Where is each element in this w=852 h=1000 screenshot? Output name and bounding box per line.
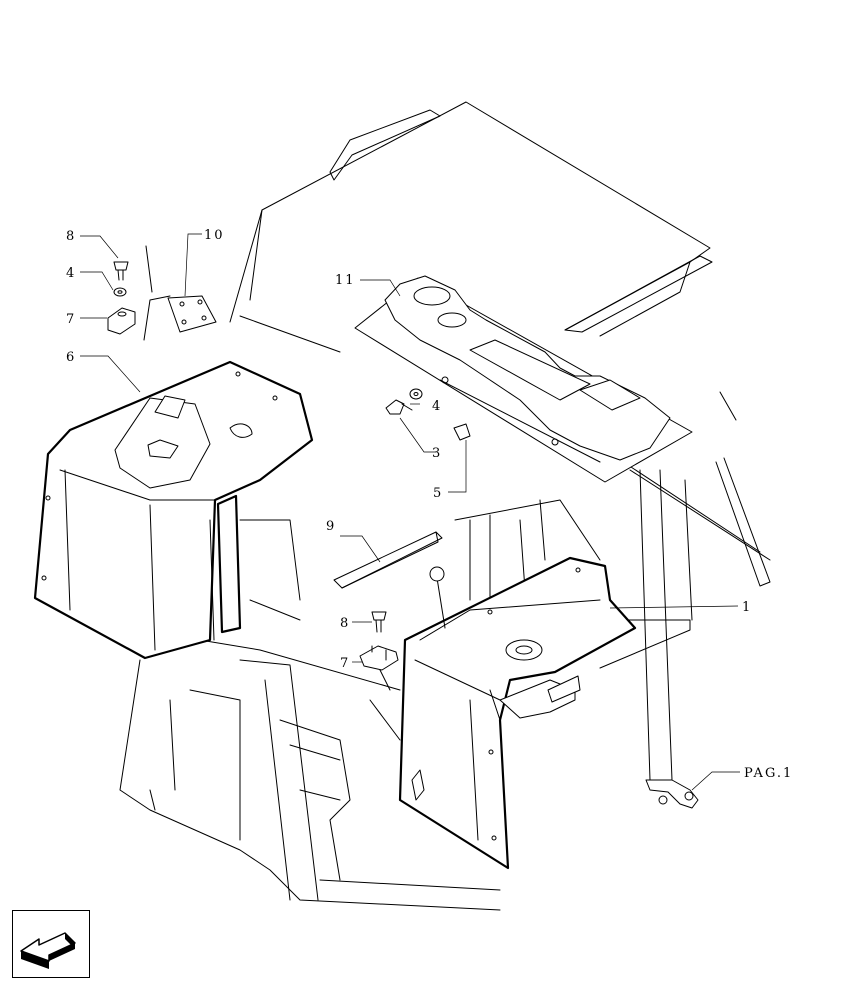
callout-8-lower: 8 (340, 616, 350, 631)
leader-lines (80, 233, 740, 791)
strip-part-9 (333, 531, 443, 589)
callout-8-top: 8 (66, 229, 76, 244)
callout-4-top: 4 (66, 266, 76, 281)
console-cover-part-11 (354, 275, 693, 483)
callout-9: 9 (326, 519, 336, 534)
callout-11: 11 (335, 273, 356, 288)
back-arrow-icon (20, 932, 76, 969)
callout-4-mid: 4 (432, 399, 442, 414)
callout-10: 10 (204, 228, 225, 243)
callout-1: 1 (742, 600, 752, 615)
callout-labels: 8 4 7 10 6 11 4 3 5 9 8 7 1 PAG.1 (66, 228, 793, 781)
callout-5: 5 (433, 486, 443, 501)
back-arrow-button[interactable] (12, 910, 90, 978)
callout-7-top: 7 (66, 312, 76, 327)
hardware-parts (107, 245, 471, 671)
left-cover-part-6 (33, 360, 314, 660)
cab-frame (119, 101, 771, 911)
callout-6: 6 (66, 350, 76, 365)
callout-pag-1: PAG.1 (744, 766, 793, 781)
callout-7-lower: 7 (340, 656, 350, 671)
right-cover-part-1 (398, 556, 637, 870)
callout-3: 3 (432, 446, 442, 461)
